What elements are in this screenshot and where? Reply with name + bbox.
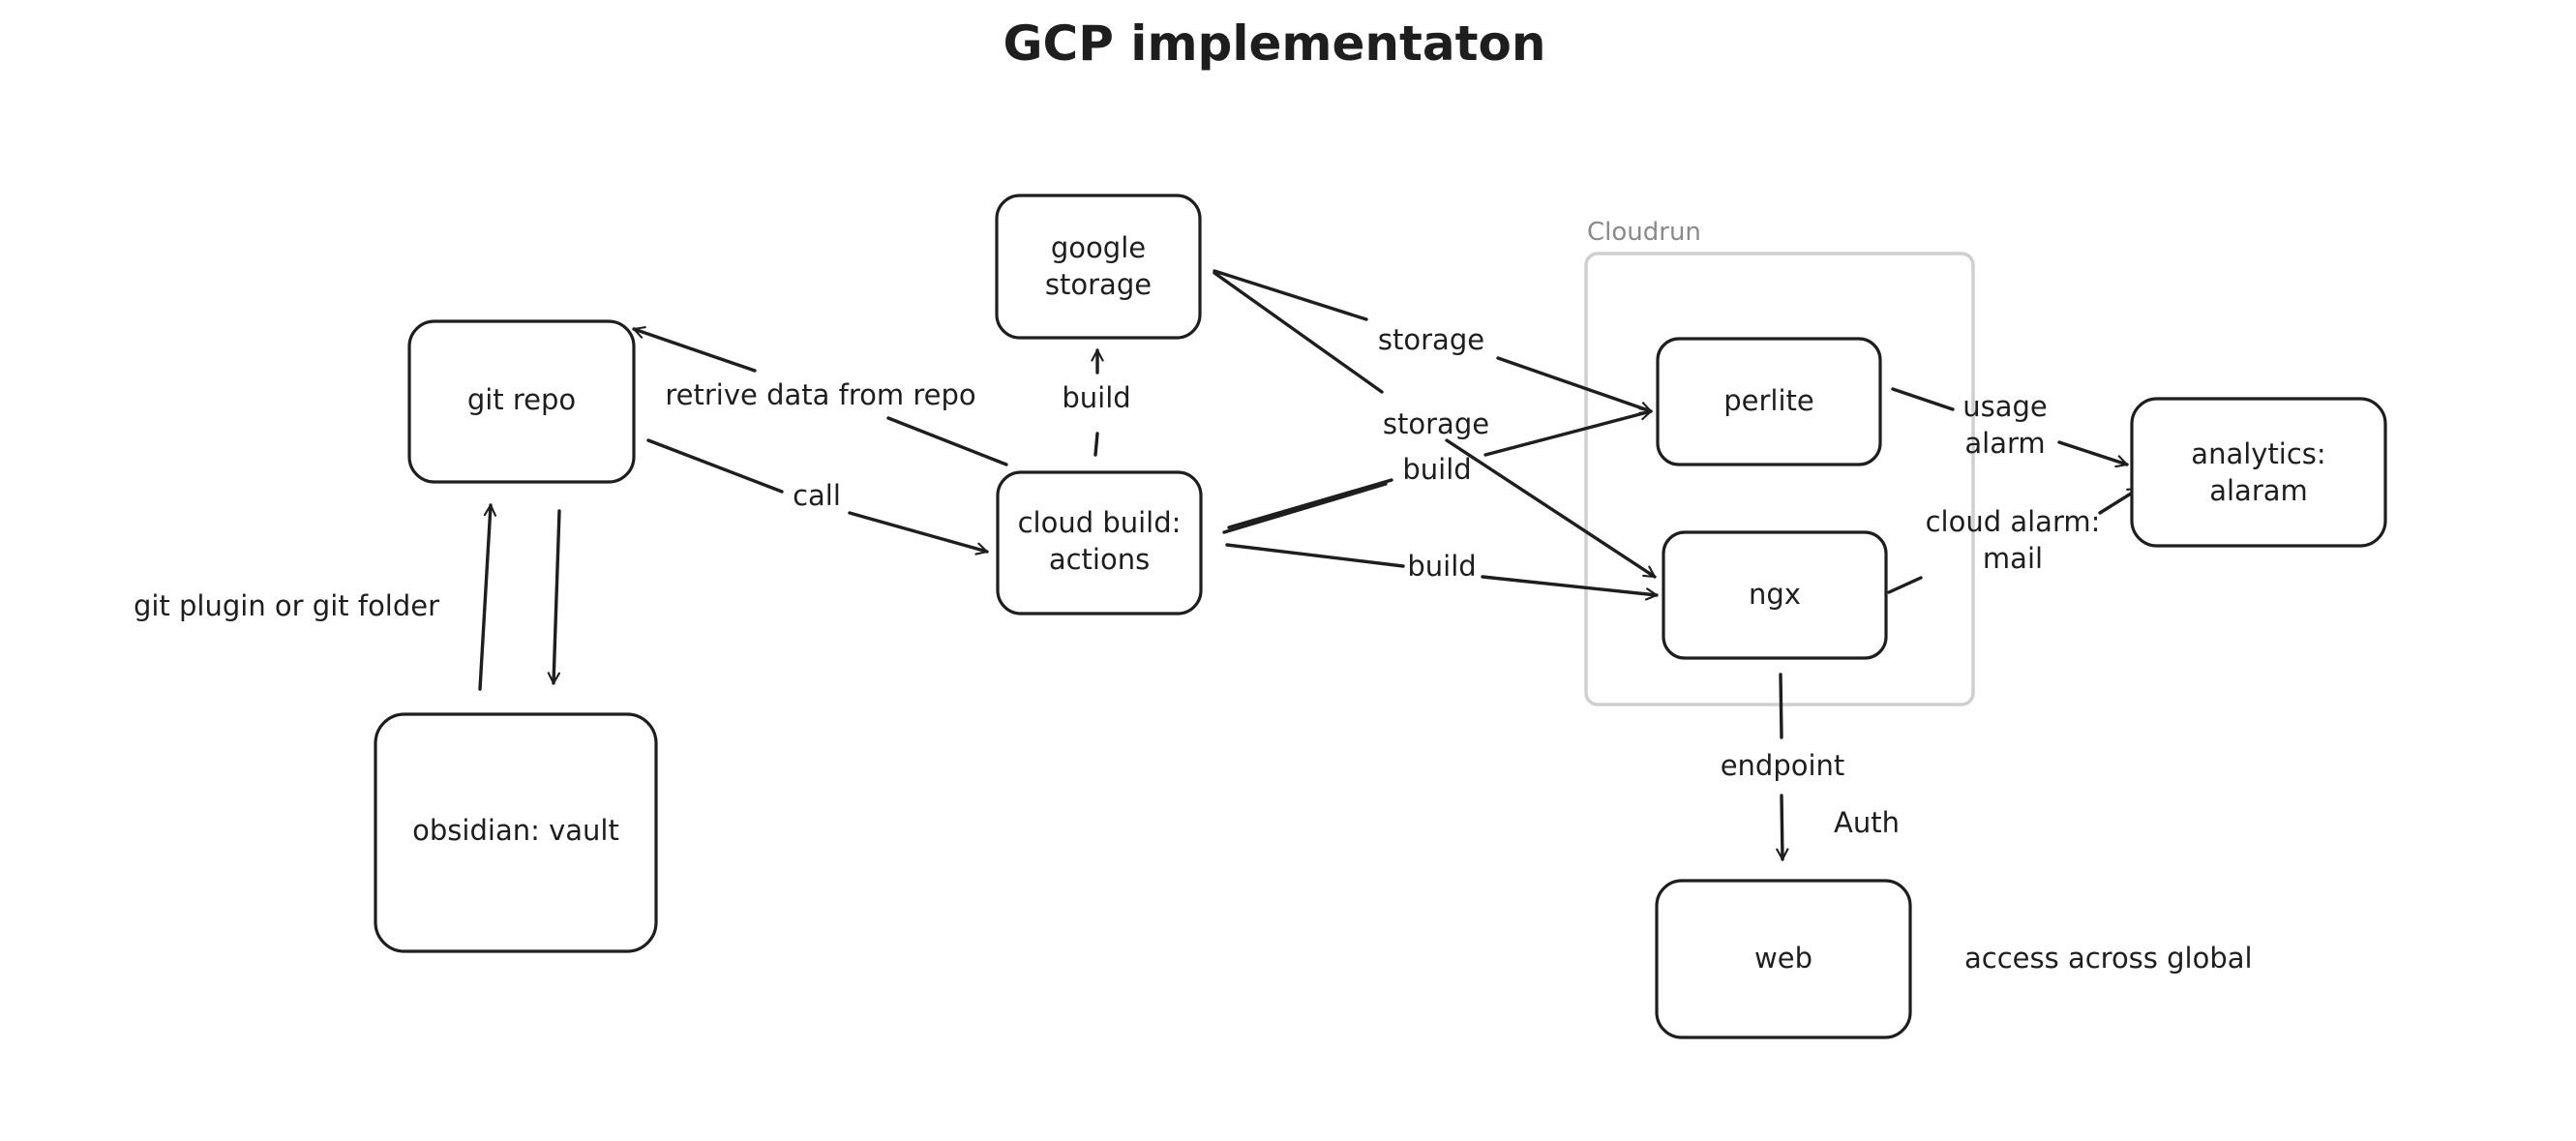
edge-label-storage-2: storage — [1383, 407, 1489, 440]
google-storage-label-line1: google — [1051, 231, 1146, 264]
cloud-build-label-line2: actions — [1049, 543, 1150, 576]
git-repo-label: git repo — [467, 383, 576, 416]
edge-alarm-segment-a — [1887, 576, 1923, 594]
edge-label-retrive-data: retrive data from repo — [665, 378, 975, 411]
edge-label-storage-1: storage — [1378, 323, 1484, 356]
annotations: Auth access across global — [1834, 806, 2253, 975]
edge-build-ngx-a — [1225, 543, 1405, 568]
google-storage-label-line2: storage — [1045, 268, 1152, 301]
node-google-storage: google storage — [995, 194, 1202, 340]
edge-usage-segment-a — [1891, 387, 1955, 411]
edge-label-build-2: build — [1402, 453, 1471, 486]
analytics-label-line1: analytics: — [2191, 437, 2325, 470]
edge-storage-to-ngx — [1445, 438, 1657, 579]
git-repo-box — [407, 319, 636, 484]
node-git-repo: git repo — [407, 319, 636, 484]
edge-label-usage-alarm-line2: alarm — [1964, 427, 2045, 460]
edge-label-build-3: build — [1407, 550, 1476, 583]
edges — [478, 269, 2141, 861]
node-cloud-build-actions: cloud build: actions — [996, 470, 1203, 616]
obsidian-vault-box — [374, 712, 658, 953]
edge-label-build-up: build — [1062, 381, 1130, 414]
edge-label-cloud-alarm-line1: cloud alarm: — [1926, 505, 2101, 538]
node-web: web — [1655, 879, 1912, 1039]
node-analytics-alaram: analytics: alaram — [2130, 397, 2387, 548]
edge-label-cloud-alarm-line2: mail — [1983, 542, 2043, 575]
node-perlite: perlite — [1656, 337, 1882, 466]
edge-git-to-obsidian — [547, 509, 561, 685]
edge-storage-to-perlite — [1496, 356, 1653, 414]
edge-build-to-perlite — [1483, 407, 1653, 457]
edge-call-segment-a — [646, 438, 784, 494]
ngx-label: ngx — [1749, 578, 1801, 611]
edge-storage-ngx-a — [1213, 271, 1384, 394]
perlite-box — [1656, 337, 1882, 466]
edge-retrive-segment-a — [886, 416, 1008, 466]
edge-label-endpoint: endpoint — [1721, 749, 1845, 782]
edge-call-to-cloudbuild — [848, 511, 989, 555]
google-storage-box — [995, 194, 1202, 340]
edge-obsidian-to-git — [478, 503, 497, 691]
analytics-box — [2130, 397, 2387, 548]
annotation-access-global: access across global — [1964, 942, 2253, 975]
node-ngx: ngx — [1662, 530, 1888, 660]
cloudrun-group-label: Cloudrun — [1587, 218, 1701, 247]
edge-storage-perlite-a — [1213, 269, 1368, 321]
edge-labels: git plugin or git folder retrive data fr… — [134, 323, 2100, 782]
cloud-build-box — [996, 470, 1203, 616]
annotation-auth: Auth — [1834, 806, 1900, 839]
node-obsidian-vault: obsidian: vault — [374, 712, 658, 953]
web-box — [1655, 879, 1912, 1039]
nodes: git repo obsidian: vault google storage … — [374, 194, 2387, 1039]
edge-retrive-to-git — [632, 326, 757, 373]
ngx-box — [1662, 530, 1888, 660]
edge-build-perlite-a — [1222, 482, 1388, 534]
analytics-label-line2: alaram — [2209, 474, 2308, 507]
edge-endpoint-segment-a — [1779, 673, 1783, 739]
edge-perlite-to-analytics — [2057, 440, 2129, 468]
obsidian-vault-label: obsidian: vault — [412, 814, 619, 847]
edge-label-git-plugin: git plugin or git folder — [134, 589, 439, 622]
edge-label-usage-alarm-line1: usage — [1962, 390, 2048, 423]
edge-build-to-ngx — [1481, 575, 1659, 601]
edge-build-perlite-b — [1227, 478, 1393, 529]
perlite-label: perlite — [1723, 384, 1814, 417]
diagram-title: GCP implementaton — [1003, 15, 1546, 72]
web-label: web — [1754, 942, 1812, 975]
edge-build-up-segment — [1093, 432, 1099, 457]
edge-label-call: call — [793, 479, 841, 512]
cloud-build-label-line1: cloud build: — [1018, 506, 1182, 539]
